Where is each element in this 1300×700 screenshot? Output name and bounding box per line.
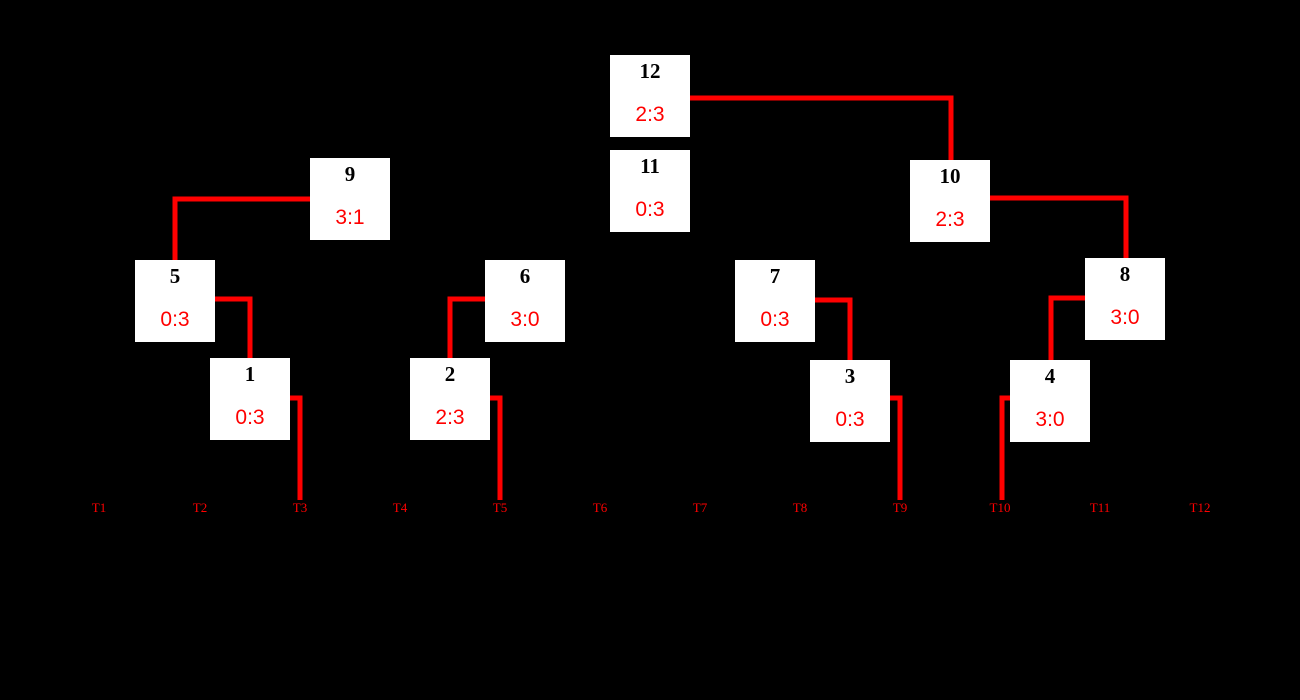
match-node-id: 2 — [444, 362, 456, 386]
axis-label-t9: T9 — [892, 500, 908, 515]
match-node-id: 7 — [769, 264, 781, 288]
connector-10-to-8 — [990, 195, 1129, 258]
match-node-score: 3:0 — [510, 308, 540, 331]
match-node-score: 0:3 — [635, 198, 665, 221]
match-node-id: 3 — [844, 364, 856, 388]
connector-8-to-4 — [1048, 295, 1085, 360]
connector-4-to-T10 — [999, 395, 1010, 500]
match-node-10[interactable]: 10 2:3 — [910, 160, 990, 242]
match-node-id: 5 — [169, 264, 181, 288]
match-node-score: 2:3 — [435, 406, 465, 429]
match-node-9[interactable]: 9 3:1 — [310, 158, 390, 240]
axis-label-t3: T3 — [292, 500, 308, 515]
match-node-id: 10 — [939, 164, 961, 188]
match-node-7[interactable]: 7 0:3 — [735, 260, 815, 342]
connector-9-to-5 — [172, 196, 310, 260]
match-node-score: 0:3 — [235, 406, 265, 429]
match-node-6[interactable]: 6 3:0 — [485, 260, 565, 342]
axis-label-t7: T7 — [692, 500, 708, 515]
connector-5-to-1 — [215, 296, 253, 358]
axis-label-t11: T11 — [1089, 500, 1111, 515]
match-node-12[interactable]: 12 2:3 — [610, 55, 690, 137]
match-node-1[interactable]: 1 0:3 — [210, 358, 290, 440]
connector-7-to-3 — [815, 297, 853, 360]
axis-label-t1: T1 — [91, 500, 107, 515]
match-node-8[interactable]: 8 3:0 — [1085, 258, 1165, 340]
axis-label-t5: T5 — [492, 500, 508, 515]
match-node-3[interactable]: 3 0:3 — [810, 360, 890, 442]
match-node-score: 3:1 — [335, 206, 365, 229]
match-node-id: 11 — [640, 154, 660, 178]
match-node-score: 0:3 — [835, 408, 865, 431]
axis-label-t4: T4 — [392, 500, 408, 515]
match-node-score: 3:0 — [1110, 306, 1140, 329]
match-node-id: 9 — [344, 162, 356, 186]
axis-label-t12: T12 — [1189, 500, 1211, 515]
connector-2-to-T5 — [490, 395, 503, 500]
axis-label-t10: T10 — [989, 500, 1011, 515]
axis-label-t6: T6 — [592, 500, 608, 515]
match-node-5[interactable]: 5 0:3 — [135, 260, 215, 342]
match-node-score: 2:3 — [935, 208, 965, 231]
connector-1-to-T3 — [290, 395, 303, 500]
match-node-2[interactable]: 2 2:3 — [410, 358, 490, 440]
axis-label-t2: T2 — [192, 500, 208, 515]
connector-12-to-10 — [690, 95, 954, 160]
match-node-score: 3:0 — [1035, 408, 1065, 431]
match-node-id: 1 — [244, 362, 256, 386]
match-node-id: 4 — [1044, 364, 1056, 388]
match-node-score: 2:3 — [635, 103, 665, 126]
match-node-id: 8 — [1119, 262, 1131, 286]
connector-3-to-T9 — [890, 395, 903, 500]
match-node-id: 6 — [519, 264, 531, 288]
connector-6-to-2 — [447, 296, 485, 358]
match-node-score: 0:3 — [160, 308, 190, 331]
match-node-11[interactable]: 11 0:3 — [610, 150, 690, 232]
axis-label-t8: T8 — [792, 500, 808, 515]
match-node-score: 0:3 — [760, 308, 790, 331]
match-node-4[interactable]: 4 3:0 — [1010, 360, 1090, 442]
match-node-id: 12 — [639, 59, 661, 83]
